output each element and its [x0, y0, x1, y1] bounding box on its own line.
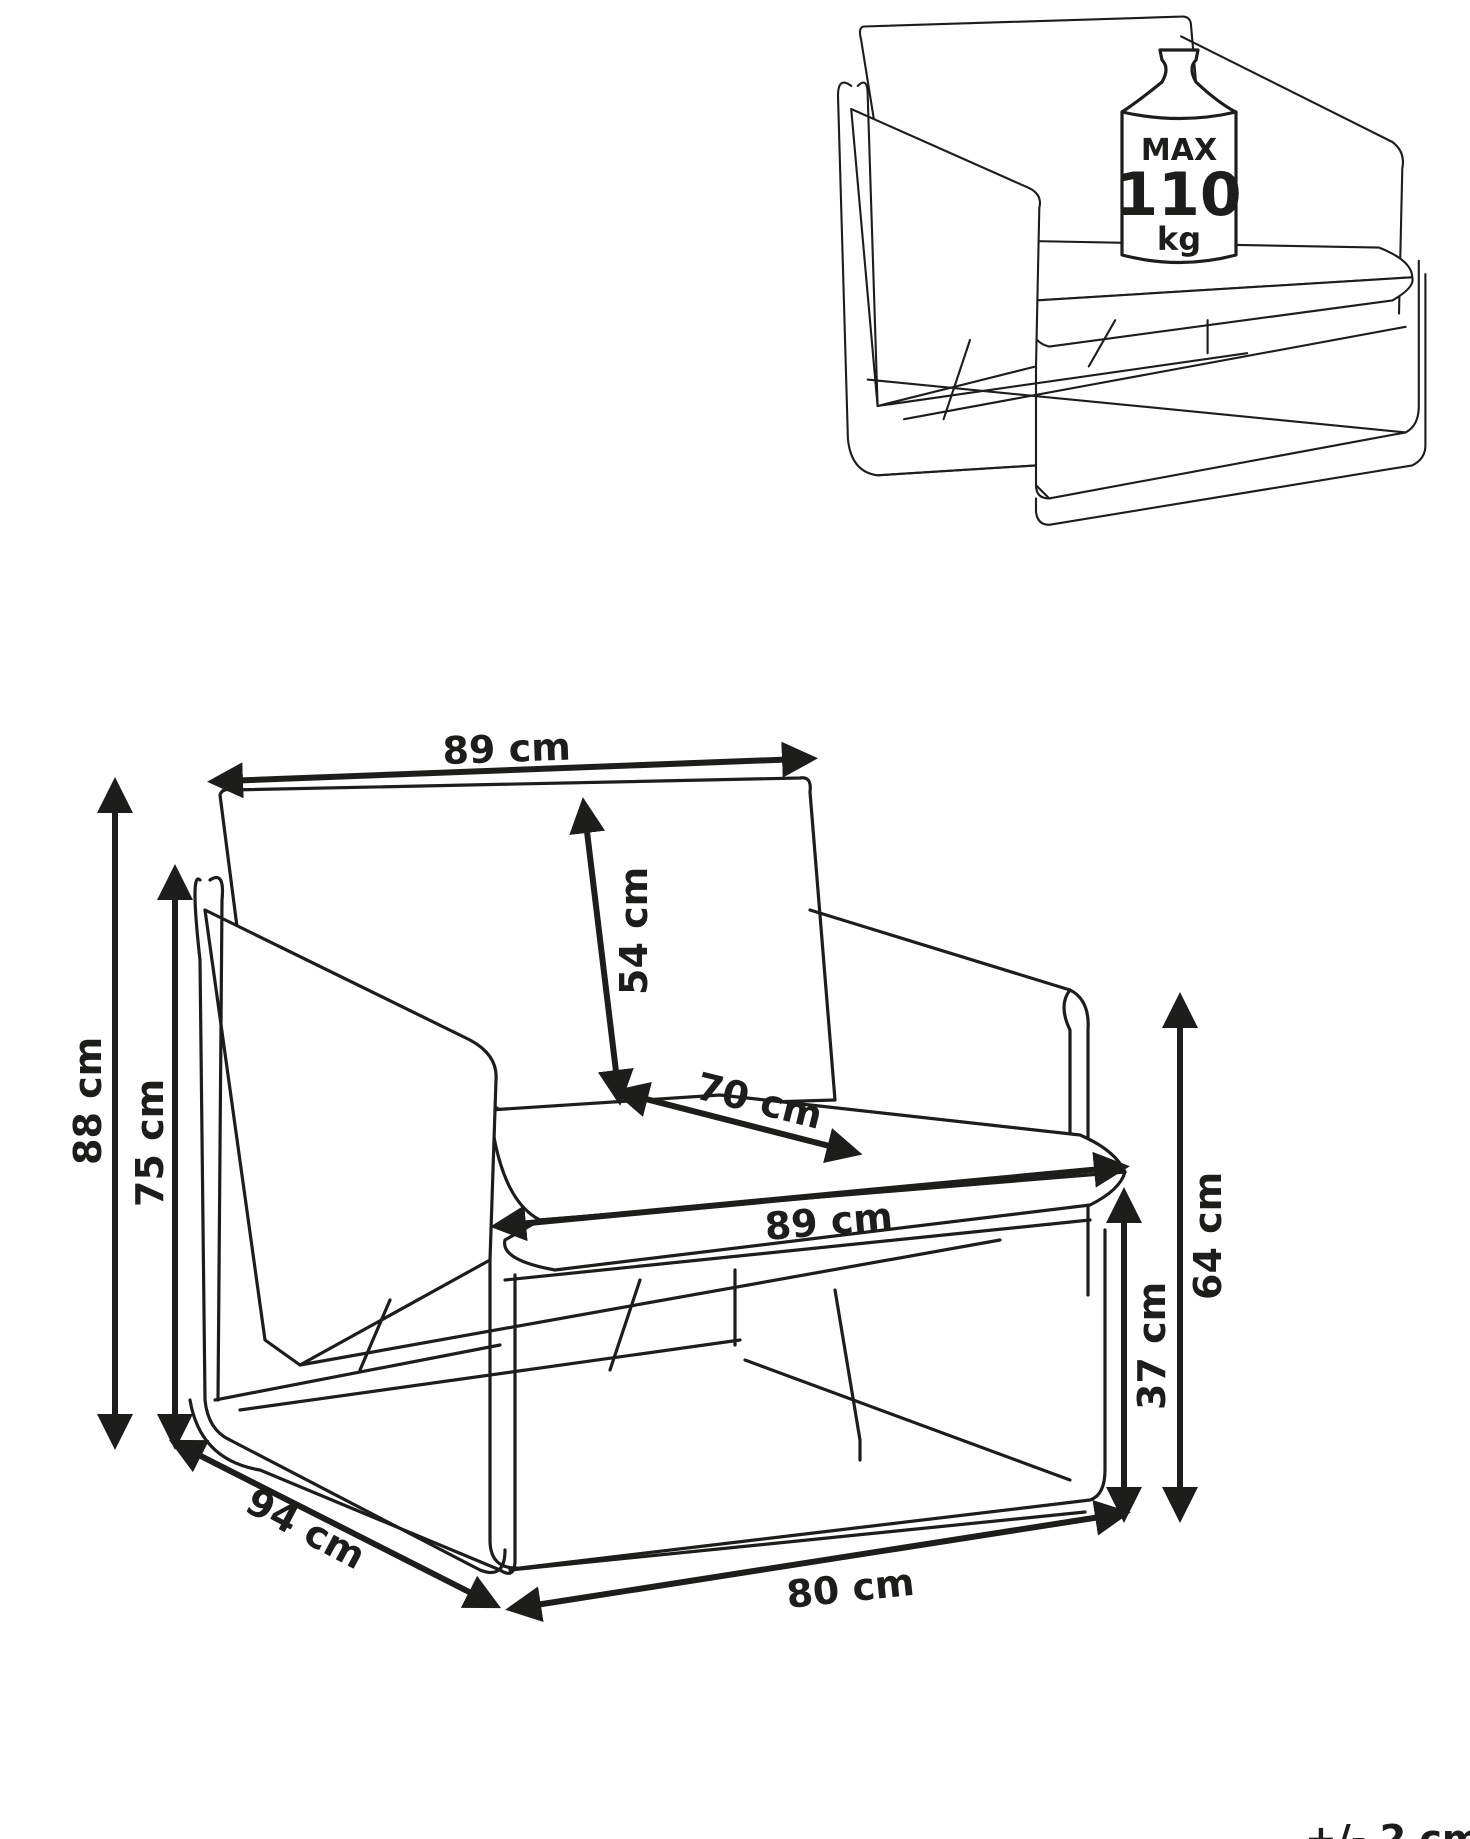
width-arrow: [505, 1499, 1131, 1623]
badge-weight-unit: kg: [1157, 220, 1201, 258]
arm-height-label: 75 cm: [128, 1079, 172, 1207]
seat-width-arrow: [490, 1151, 1130, 1242]
tolerance-note: +/- 2 cm: [1305, 1817, 1470, 1839]
total-height-label: 88 cm: [66, 1037, 110, 1165]
depth-arrow: [168, 1439, 502, 1609]
dimension-arrows: [97, 741, 1198, 1623]
badge-max-label: MAX: [1141, 133, 1217, 168]
top-width-arrow: [207, 741, 818, 799]
main-chair-drawing: [188, 776, 1127, 1575]
badge-weight-value: 110: [1116, 160, 1241, 230]
top-width-label: 89 cm: [442, 725, 572, 773]
left-armrest: [203, 908, 498, 1367]
seat-depth-arrow: [612, 1082, 863, 1163]
max-weight-badge: MAX 110 kg: [1116, 48, 1242, 265]
back-height-arrow: [569, 797, 634, 1106]
small-chair-drawing: [836, 15, 1427, 526]
back-height-label: 54 cm: [612, 867, 656, 995]
arm-side-height-label: 64 cm: [1186, 1172, 1230, 1300]
seat-height-label: 37 cm: [1130, 1282, 1174, 1410]
width-label: 80 cm: [784, 1560, 916, 1617]
depth-label: 94 cm: [239, 1479, 373, 1578]
